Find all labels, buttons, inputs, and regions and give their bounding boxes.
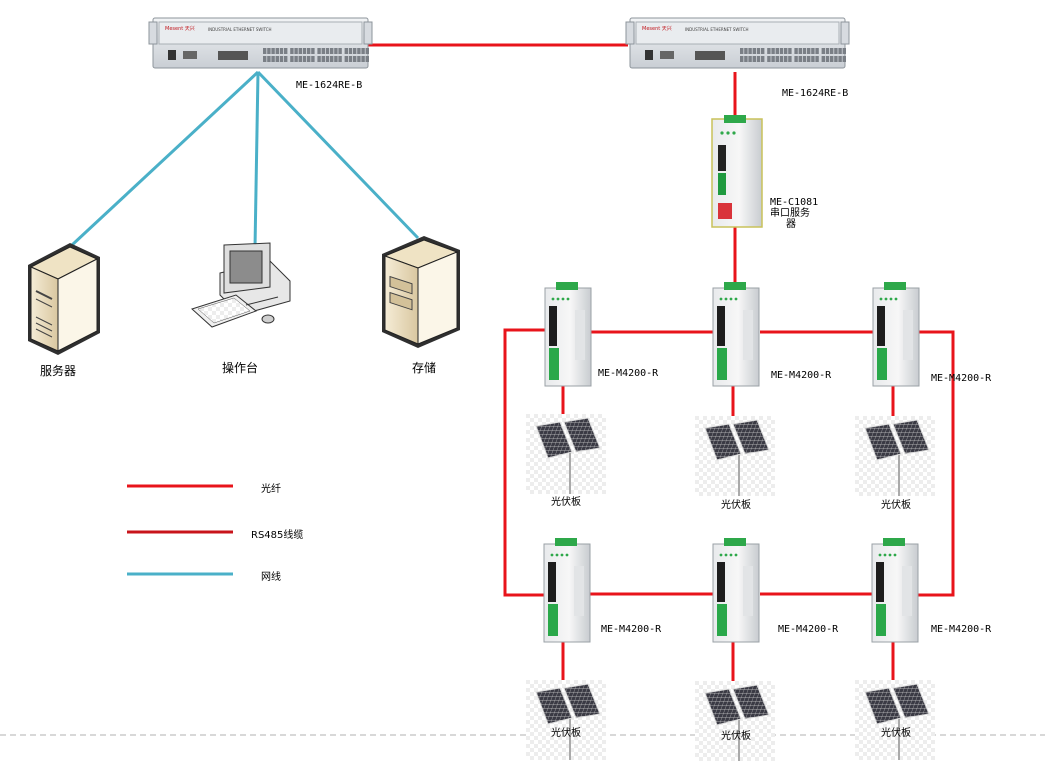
panel-label: 光伏板 — [551, 728, 581, 739]
switch-left-label: ME-1624RE-B — [296, 80, 363, 91]
serial-server-label-line1: ME-C1081 — [770, 197, 819, 208]
switch-brand: Mesent 天兴 — [642, 25, 672, 32]
panel-label: 光伏板 — [721, 500, 751, 511]
storage-label: 存储 — [412, 361, 437, 375]
module-label: ME-M4200-R — [598, 368, 659, 379]
panel-label: 光伏板 — [551, 497, 581, 508]
fiber-links — [365, 43, 955, 685]
serial-server-label: ME-C1081 串口服务 器 — [770, 197, 818, 230]
solar-panel-icon — [695, 416, 775, 496]
io-module-icon — [871, 538, 919, 643]
panel-label: 光伏板 — [721, 731, 751, 742]
panel-label: 光伏板 — [881, 728, 911, 739]
console-label: 操作台 — [222, 361, 259, 375]
module-label: ME-M4200-R — [931, 624, 992, 635]
switch-left-icon: Mesent 天兴 INDUSTRIAL ETHERNET SWITCH — [148, 17, 373, 69]
solar-panel-icon — [526, 680, 606, 760]
serial-server-label-line2: 串口服务 — [770, 208, 810, 219]
server-label: 服务器 — [40, 364, 77, 378]
switch-panel-text: INDUSTRIAL ETHERNET SWITCH — [685, 27, 749, 32]
io-module-icon — [712, 282, 760, 387]
panel-label: 光伏板 — [881, 500, 911, 511]
switch-brand: Mesent 天兴 — [165, 25, 195, 32]
legend-network-label: 网线 — [261, 572, 281, 583]
legend-rs485-label: RS485线缆 — [251, 530, 304, 541]
io-module-icon — [712, 538, 760, 643]
legend-fiber-label: 光纤 — [261, 484, 281, 495]
network-links — [70, 70, 420, 249]
storage-icon — [382, 236, 460, 348]
solar-panel-icon — [855, 680, 935, 760]
solar-panel-icon — [855, 416, 935, 496]
io-module-icon — [872, 282, 920, 387]
io-module-icon — [543, 538, 591, 643]
workstation-icon — [191, 242, 291, 328]
switch-panel-text: INDUSTRIAL ETHERNET SWITCH — [208, 27, 272, 32]
switch-right-icon: Mesent 天兴 INDUSTRIAL ETHERNET SWITCH — [625, 17, 850, 69]
module-label: ME-M4200-R — [601, 624, 662, 635]
module-label: ME-M4200-R — [778, 624, 839, 635]
module-label: ME-M4200-R — [931, 373, 992, 384]
server-icon — [28, 243, 100, 355]
serial-server-label-line3: 器 — [786, 219, 796, 230]
solar-panel-icon — [695, 681, 775, 761]
switch-right-label: ME-1624RE-B — [782, 88, 849, 99]
io-module-icon — [544, 282, 592, 387]
module-label: ME-M4200-R — [771, 370, 832, 381]
solar-panel-icon — [526, 414, 606, 494]
serial-server-icon — [711, 115, 763, 228]
